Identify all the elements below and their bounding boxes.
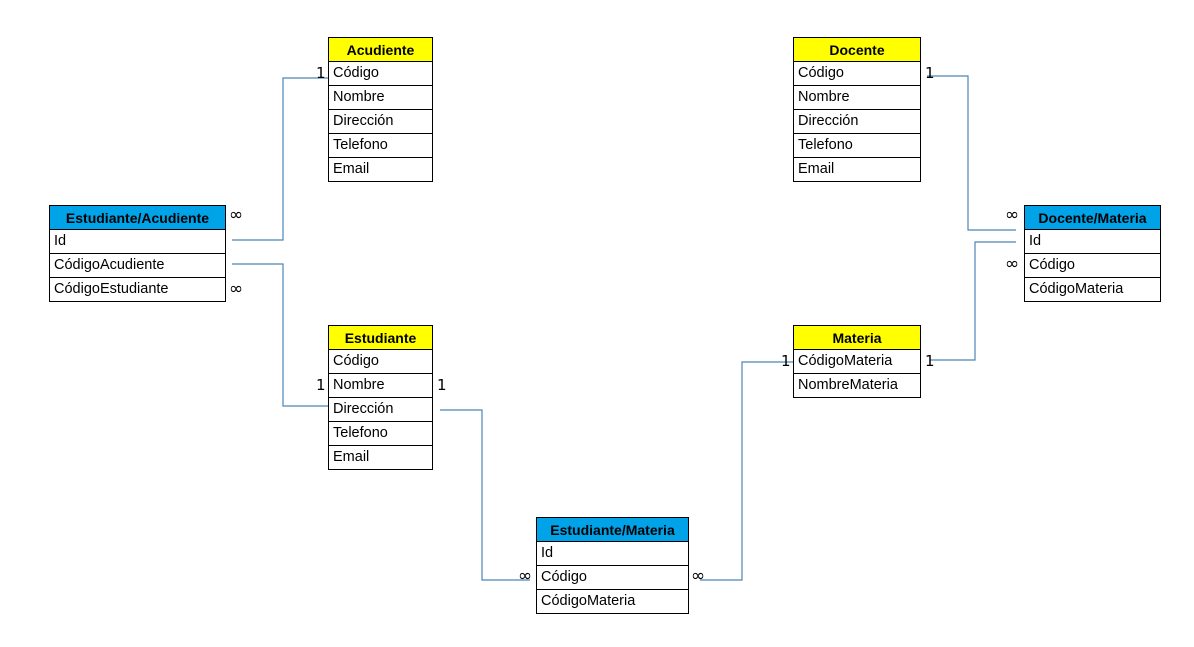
field-nombre: Nombre xyxy=(329,86,432,110)
cardinality-one: 1 xyxy=(925,64,935,82)
field-codigo-estudiante: CódigoEstudiante xyxy=(50,278,225,302)
entity-acudiente[interactable]: Acudiente Código Nombre Dirección Telefo… xyxy=(328,37,433,182)
field-direccion: Dirección xyxy=(329,110,432,134)
field-telefono: Telefono xyxy=(329,134,432,158)
entity-estudiante-materia[interactable]: Estudiante/Materia Id Código CódigoMater… xyxy=(536,517,689,614)
cardinality-many: ∞ xyxy=(518,566,533,586)
line-docente-materia-to-materia xyxy=(930,241,1016,361)
line-estudiante-acudiente-to-estudiante xyxy=(232,263,328,407)
field-id: Id xyxy=(50,230,225,254)
cardinality-many: ∞ xyxy=(1005,254,1020,274)
field-direccion: Dirección xyxy=(794,110,920,134)
field-codigo: Código xyxy=(329,350,432,374)
field-codigo: Código xyxy=(1025,254,1160,278)
line-estudiante-to-estudiante-materia xyxy=(440,409,530,581)
field-nombre: Nombre xyxy=(794,86,920,110)
field-codigo: Código xyxy=(329,62,432,86)
field-email: Email xyxy=(329,158,432,182)
field-codigo-materia: CódigoMateria xyxy=(1025,278,1160,302)
field-telefono: Telefono xyxy=(329,422,432,446)
cardinality-many: ∞ xyxy=(691,566,706,586)
field-codigo-materia: CódigoMateria xyxy=(537,590,688,614)
entity-estudiante-title: Estudiante xyxy=(329,326,432,350)
field-codigo-acudiente: CódigoAcudiente xyxy=(50,254,225,278)
cardinality-many: ∞ xyxy=(1005,205,1020,225)
entity-materia[interactable]: Materia CódigoMateria NombreMateria xyxy=(793,325,921,398)
entity-docente-title: Docente xyxy=(794,38,920,62)
cardinality-one: 1 xyxy=(781,352,791,370)
entity-acudiente-title: Acudiente xyxy=(329,38,432,62)
field-codigo: Código xyxy=(537,566,688,590)
entity-docente-materia[interactable]: Docente/Materia Id Código CódigoMateria xyxy=(1024,205,1161,302)
entity-docente-materia-title: Docente/Materia xyxy=(1025,206,1160,230)
field-direccion: Dirección xyxy=(329,398,432,422)
entity-estudiante-acudiente[interactable]: Estudiante/Acudiente Id CódigoAcudiente … xyxy=(49,205,226,302)
entity-estudiante[interactable]: Estudiante Código Nombre Dirección Telef… xyxy=(328,325,433,470)
field-email: Email xyxy=(794,158,920,182)
line-acudiente-to-estudiante-acudiente xyxy=(232,77,328,241)
line-estudiante-materia-to-materia xyxy=(700,361,793,581)
field-telefono: Telefono xyxy=(794,134,920,158)
field-codigo-materia: CódigoMateria xyxy=(794,350,920,374)
field-id: Id xyxy=(537,542,688,566)
field-nombre: Nombre xyxy=(329,374,432,398)
field-codigo: Código xyxy=(794,62,920,86)
entity-docente[interactable]: Docente Código Nombre Dirección Telefono… xyxy=(793,37,921,182)
entity-estudiante-acudiente-title: Estudiante/Acudiente xyxy=(50,206,225,230)
cardinality-one: 1 xyxy=(316,376,326,394)
line-docente-to-docente-materia xyxy=(927,75,1016,231)
field-id: Id xyxy=(1025,230,1160,254)
cardinality-one: 1 xyxy=(437,376,447,394)
cardinality-one: 1 xyxy=(925,352,935,370)
entity-estudiante-materia-title: Estudiante/Materia xyxy=(537,518,688,542)
cardinality-one: 1 xyxy=(316,64,326,82)
entity-materia-title: Materia xyxy=(794,326,920,350)
cardinality-many: ∞ xyxy=(229,279,244,299)
field-email: Email xyxy=(329,446,432,470)
cardinality-many: ∞ xyxy=(229,205,244,225)
field-nombre-materia: NombreMateria xyxy=(794,374,920,398)
